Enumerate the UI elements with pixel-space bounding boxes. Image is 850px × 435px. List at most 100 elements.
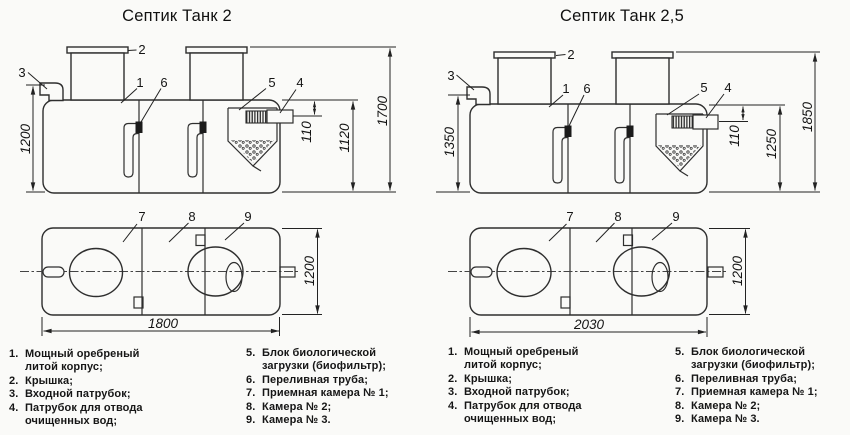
callout-leader-lines: [27, 49, 297, 123]
right-top-dimensions: [469, 222, 750, 337]
overflow-pipe-1: [552, 126, 568, 184]
right-top-labels: 2030 1200 7 8 9: [566, 209, 745, 332]
legend-item-text: загрузки (биофильтр);: [262, 360, 387, 373]
legend-item-text: Патрубок для отвода: [464, 399, 582, 412]
left-top-dimensions: [41, 222, 322, 336]
overflow-pipe-1: [123, 122, 139, 178]
callout-3: 3: [447, 68, 454, 83]
vent-square-bottom: [560, 296, 571, 309]
biofilter-media-fill: [231, 140, 274, 163]
legend-item: 6. Переливная труба;: [246, 374, 389, 387]
left-top-view: [20, 227, 298, 316]
legend-item: 7. Приемная камера № 1;: [246, 387, 389, 400]
legend-item-text: Мощный оребреный: [25, 348, 140, 360]
plan-leader-lines: [548, 222, 673, 243]
callout-3: 3: [18, 65, 25, 80]
legend-item-text: литой корпус;: [464, 359, 542, 372]
legend-item-number: 4.: [9, 401, 19, 414]
callout-1: 1: [136, 75, 143, 90]
outlet-tee-plan: [651, 261, 669, 293]
legend-item: 9. Камера № 3.: [675, 413, 818, 426]
legend-item-text: Камера № 3.: [262, 414, 331, 427]
lid-neck-1: [70, 52, 125, 101]
lid-neck-2: [615, 57, 670, 105]
legend-item-number: 5.: [246, 347, 256, 359]
legend-item: 3. Входной патрубок;: [9, 388, 143, 401]
pipe-seal-1: [564, 125, 572, 137]
partition-walls: [567, 104, 631, 193]
pipe-seal-2: [626, 125, 634, 137]
callout-1: 1: [562, 81, 569, 96]
legend-item-text: Приемная камера № 1;: [691, 386, 818, 399]
lid-cap-1: [66, 46, 129, 54]
extension-lines-plan: [41, 228, 322, 336]
vent-square-top: [622, 234, 634, 247]
inlet-pipe-elbow: [466, 86, 491, 106]
legend-item-text: Переливная труба;: [262, 373, 368, 386]
tank-body-outline: [469, 103, 708, 194]
outlet-pipe: [692, 114, 719, 130]
overflow-pipe-2: [614, 126, 630, 184]
extension-lines-plan: [469, 228, 750, 337]
dim-label-width: 1200: [302, 255, 317, 286]
legend-item-text: Крышка;: [25, 374, 73, 387]
pipe-seal-1: [135, 121, 143, 133]
outlet-stub-plan: [279, 266, 296, 278]
outlet-stub-plan: [707, 266, 724, 278]
biofilter-block: [671, 115, 695, 129]
legend-item: 3. Входной патрубок;: [448, 386, 582, 399]
callout-4: 4: [296, 75, 303, 90]
left-side-view: [39, 46, 294, 194]
legend-item: 2. Крышка;: [448, 373, 582, 386]
legend-item-number: 5.: [675, 346, 685, 358]
dim-label-total-height: 1700: [375, 95, 390, 126]
inlet-stub-plan: [470, 266, 493, 278]
dim-label-width: 1200: [730, 255, 745, 286]
legend-item-number: 9.: [246, 414, 256, 427]
legend-item: 6. Переливная труба;: [675, 373, 818, 386]
legend-item-text: очищенных вод;: [464, 413, 557, 426]
legend-item-number: 2.: [448, 372, 458, 385]
legend-item-text: Камера № 3.: [691, 413, 760, 426]
legend-item-text: Приемная камера № 1;: [262, 387, 389, 400]
legend-item-text: литой корпус;: [25, 361, 103, 374]
legend-item-text: Мощный оребреный: [464, 346, 579, 358]
dim-label-body-height: 1120: [337, 123, 352, 153]
legend-item-text: Блок биологической: [262, 347, 377, 359]
dim-label-inlet-height: 1350: [442, 126, 457, 157]
legend-item-number: 9.: [675, 413, 685, 426]
manhole-1: [68, 247, 124, 298]
partition-walls: [138, 100, 204, 193]
inlet-stub-plan: [42, 266, 65, 278]
vent-square-bottom: [133, 296, 144, 309]
legend-item-text: Патрубок для отвода: [25, 401, 143, 414]
biofilter-media-fill: [658, 145, 701, 168]
legend-item-number: 1.: [9, 348, 19, 360]
right-side-dimensions: [436, 51, 820, 193]
legend-item-text: очищенных вод;: [25, 415, 118, 428]
callout-2: 2: [567, 47, 574, 62]
pipe-seal-2: [199, 121, 207, 133]
callout-2: 2: [138, 42, 145, 57]
outlet-pipe: [266, 109, 294, 124]
right-diagram-title: Септик Танк 2,5: [560, 7, 684, 25]
legend-item-text: Блок биологической: [691, 346, 806, 358]
dim-label-body-height: 1250: [764, 128, 779, 159]
right-side-view: [466, 51, 719, 194]
right-side-labels: 1350 110 1250 1850 2 3 1 6 5 4: [442, 47, 815, 159]
legend-item-number: 3.: [448, 386, 458, 399]
dim-label-outlet-top: 110: [727, 125, 742, 147]
legend-item-text: Крышка;: [464, 372, 512, 385]
legend-item-text: Переливная труба;: [691, 372, 797, 385]
legend-item-text: Входной патрубок;: [464, 386, 570, 399]
legend-item-number: 6.: [675, 372, 685, 385]
lid-neck-1: [497, 57, 552, 105]
legend-item: 8. Камера № 2;: [675, 400, 818, 413]
